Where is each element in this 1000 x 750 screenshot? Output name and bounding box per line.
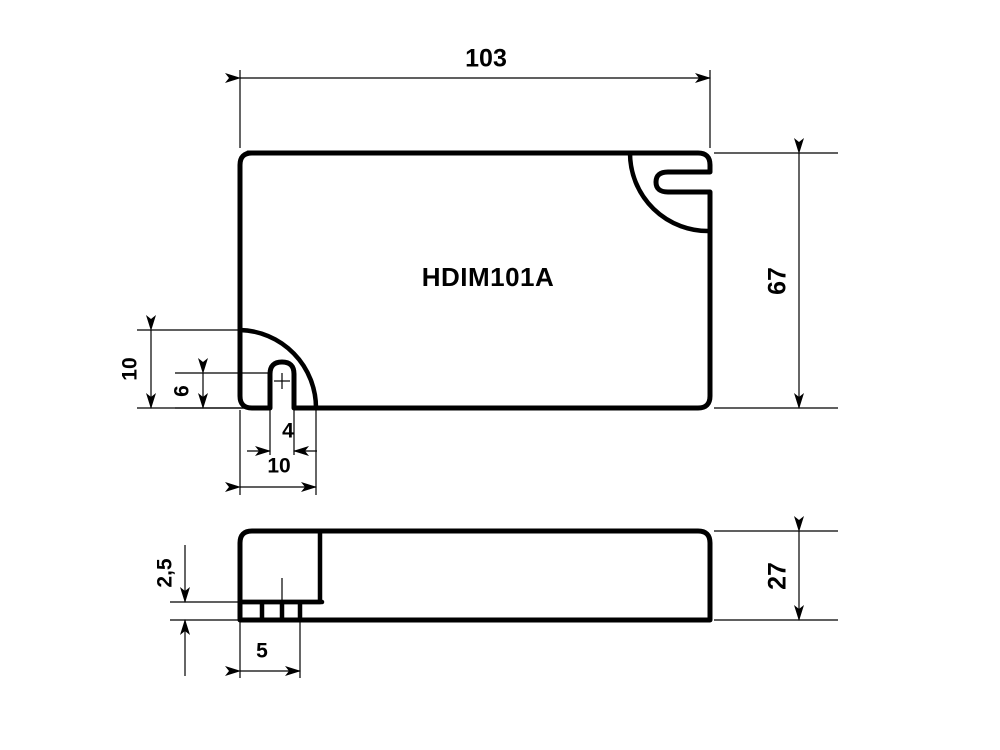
side-view-group [237, 528, 713, 623]
dimension-value-slot-height: 6 [171, 385, 194, 397]
side-view-feet [259, 601, 303, 621]
dimension-value-slot-width: 4 [282, 420, 294, 443]
dimension-67-group: 67 [714, 138, 838, 409]
dimension-27-group: 27 [714, 516, 838, 621]
top-view-group: HDIM101A [237, 150, 713, 411]
dimension-value-width: 67 [764, 267, 792, 295]
dimension-value-tab-width: 10 [267, 455, 290, 478]
dimension-value-foot-height: 2,5 [154, 558, 177, 588]
dimension-10-horizontal-group: 10 [225, 410, 317, 495]
dimension-5-group: 5 [225, 622, 301, 678]
top-right-mount-arc [627, 150, 713, 234]
dimension-value-tab-offset: 10 [119, 357, 142, 380]
dimension-103-group: 103 [225, 45, 711, 148]
bottom-left-mount-arc [237, 327, 319, 411]
dimension-value-thickness: 27 [764, 562, 792, 590]
side-view-outline [237, 528, 713, 623]
part-number-label: HDIM101A [422, 262, 555, 292]
dimension-value-foot-width: 5 [256, 640, 268, 663]
dimension-value-length: 103 [465, 45, 507, 73]
top-view-outline [237, 150, 713, 411]
slot-center-mark [274, 373, 290, 389]
dimension-4-group: 4 [247, 410, 317, 456]
side-view-endcap-divider [239, 530, 323, 605]
dimension-2-5-group: 2,5 [154, 545, 250, 676]
dimension-6-vertical-group: 6 [171, 358, 272, 409]
